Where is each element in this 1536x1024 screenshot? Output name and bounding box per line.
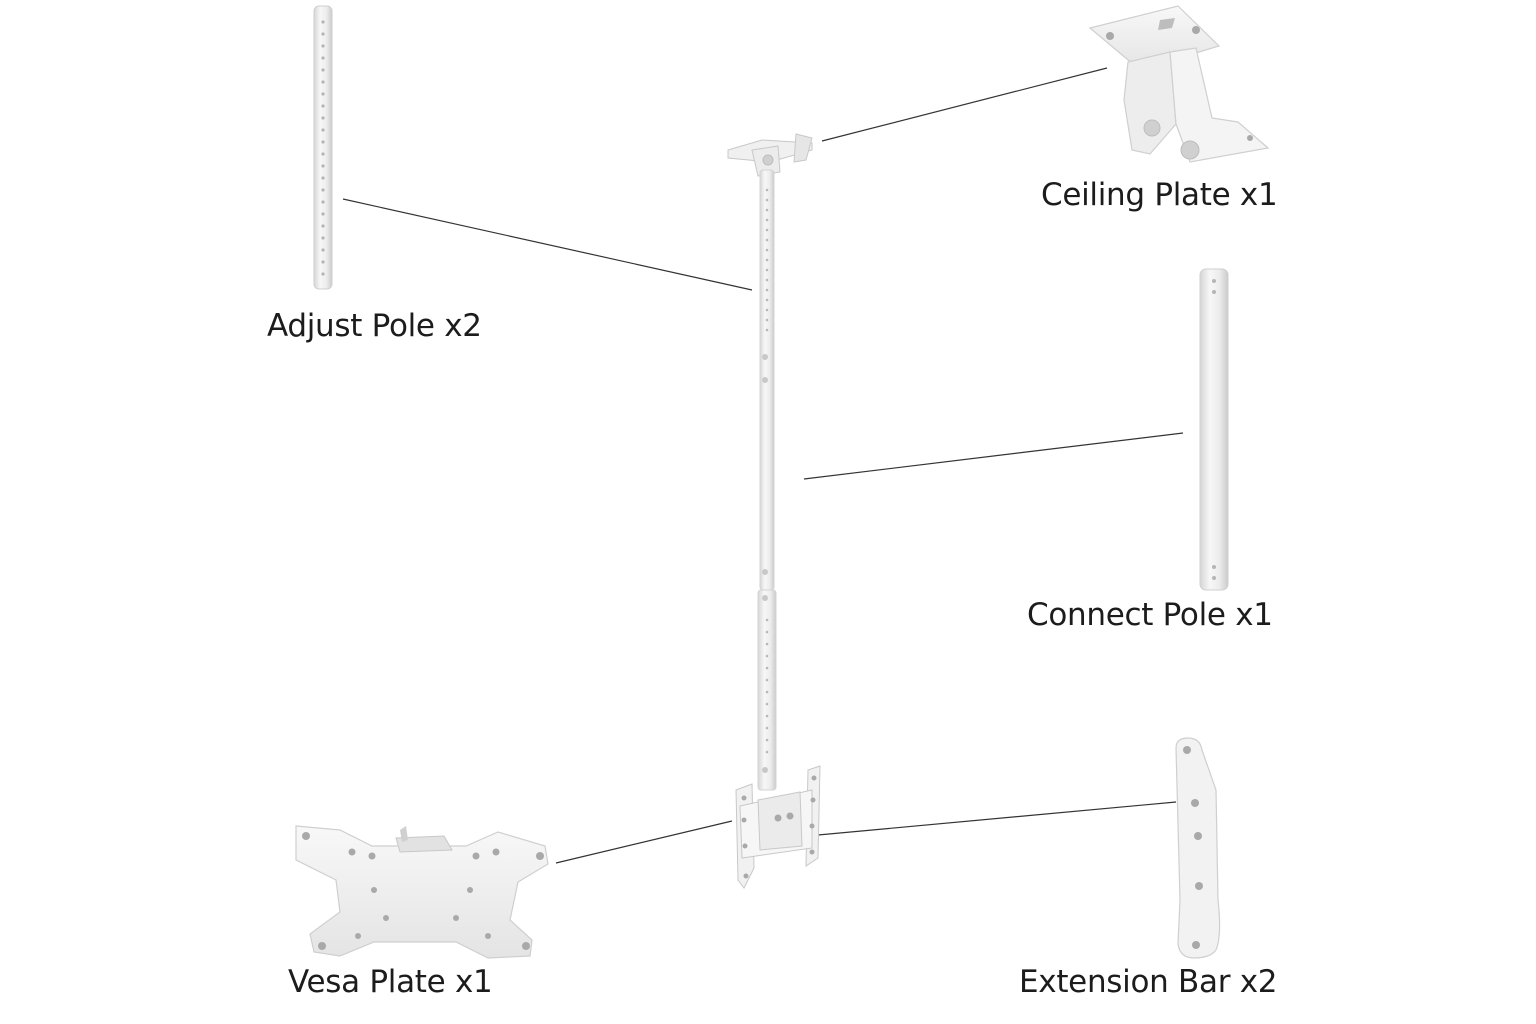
label-vesa-plate: Vesa Plate x1 <box>288 964 493 1000</box>
leader-line-connect-pole <box>803 432 1184 480</box>
leader-line-adjust-pole <box>342 198 753 291</box>
label-ceiling-plate: Ceiling Plate x1 <box>1041 177 1278 213</box>
connect-pole-part <box>1199 268 1229 591</box>
label-adjust-pole: Adjust Pole x2 <box>267 308 482 344</box>
adjust-pole-part <box>313 5 333 290</box>
extension-bar-part <box>1175 737 1221 959</box>
ceiling-plate-part <box>1088 5 1270 163</box>
label-extension-bar: Extension Bar x2 <box>1019 964 1278 1000</box>
label-connect-pole: Connect Pole x1 <box>1027 597 1273 633</box>
assembled-mount <box>727 133 821 889</box>
leader-line-ceiling-plate <box>821 67 1108 142</box>
vesa-plate-part <box>295 825 549 959</box>
leader-lines <box>342 67 1184 864</box>
leader-line-vesa-plate <box>555 820 733 864</box>
leader-line-extension-bar <box>817 801 1177 836</box>
